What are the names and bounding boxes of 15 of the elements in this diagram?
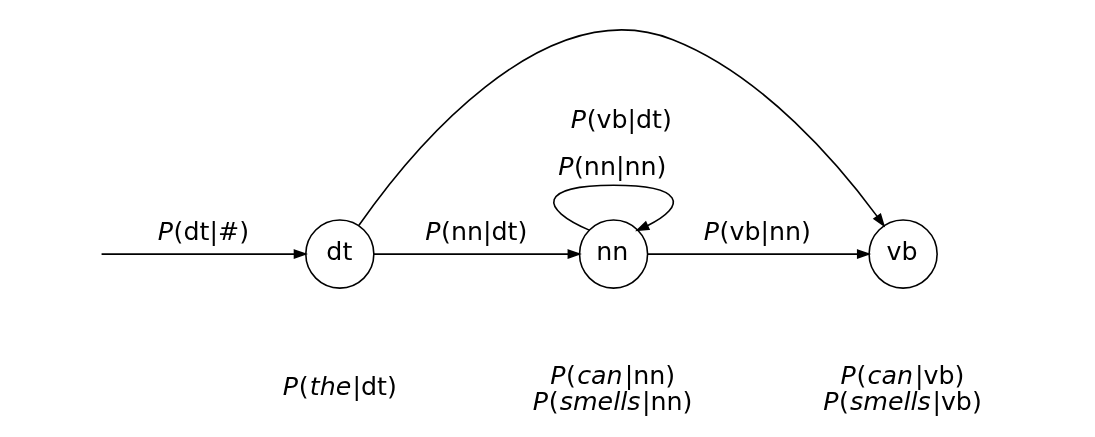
node-label: P(can|nn): [549, 361, 675, 391]
node-label: P(the|dt): [282, 372, 397, 402]
node-circle: dt: [304, 219, 375, 289]
arrow: [357, 29, 885, 228]
edge-label: P(nn|nn): [557, 152, 666, 182]
arrow: [372, 249, 582, 260]
edge-label: P(vb|dt): [570, 104, 672, 134]
edge-label: P(nn|dt): [424, 216, 527, 246]
node-circle: vb: [867, 219, 938, 289]
arrow: [552, 184, 674, 232]
edge-label: P(vb|nn): [703, 216, 811, 246]
arrow: [100, 249, 308, 260]
node-label: P(can|vb): [840, 361, 964, 391]
edge-label: P(dt|#): [157, 216, 249, 246]
arrow: [646, 249, 871, 260]
